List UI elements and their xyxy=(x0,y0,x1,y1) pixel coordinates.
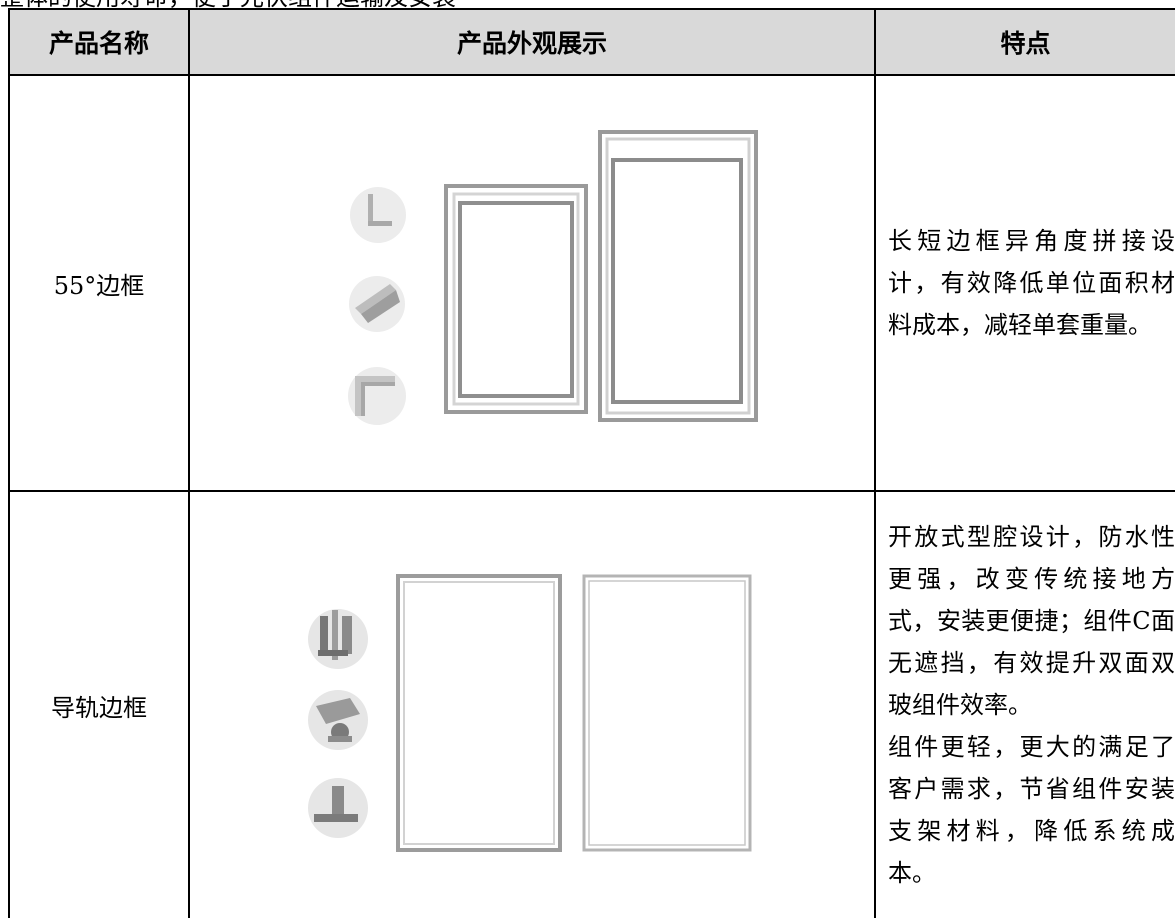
profile-thumbnail-angle xyxy=(349,276,405,332)
product-image-cell xyxy=(188,490,876,918)
product-spec-table: 产品名称 产品外观展示 特点 55°边框 xyxy=(8,8,1175,918)
header-product-name: 产品名称 xyxy=(8,8,190,76)
product-features-cell: 长短边框异角度拼接设计，有效降低单位面积材料成本，减轻单套重量。 xyxy=(874,74,1175,492)
rail-frame-right xyxy=(582,574,752,852)
rail-thumbnail-bracket xyxy=(308,778,368,838)
profile-thumbnail-corner-joint xyxy=(348,367,406,425)
table-row: 导轨边框 xyxy=(8,490,1175,918)
features-text: 开放式型腔设计，防水性更强，改变传统接地方式，安装更便捷；组件C面无遮挡，有效提… xyxy=(888,523,1175,887)
frame-55-illustration xyxy=(348,130,758,425)
table-row: 55°边框 xyxy=(8,74,1175,492)
header-features: 特点 xyxy=(874,8,1175,76)
rail-thumbnail-section xyxy=(308,609,368,669)
rail-thumbnail-clamp xyxy=(308,690,368,750)
header-product-view: 产品外观展示 xyxy=(188,8,876,76)
features-text: 长短边框异角度拼接设计，有效降低单位面积材料成本，减轻单套重量。 xyxy=(888,227,1175,339)
profile-thumbnail-l-corner xyxy=(350,187,406,243)
frame-small xyxy=(444,184,588,414)
rail-frame-illustration xyxy=(308,574,752,852)
product-name-cell: 55°边框 xyxy=(8,74,190,492)
product-image-cell xyxy=(188,74,876,492)
product-name-cell: 导轨边框 xyxy=(8,490,190,918)
product-features-cell: 开放式型腔设计，防水性更强，改变传统接地方式，安装更便捷；组件C面无遮挡，有效提… xyxy=(874,490,1175,918)
top-page-fragment: 整体的使用寿命，便于光伏组件运输及安装 xyxy=(0,0,1175,8)
rail-frame-left xyxy=(396,574,562,852)
frame-large xyxy=(598,130,758,422)
table-header-row: 产品名称 产品外观展示 特点 xyxy=(8,8,1175,76)
